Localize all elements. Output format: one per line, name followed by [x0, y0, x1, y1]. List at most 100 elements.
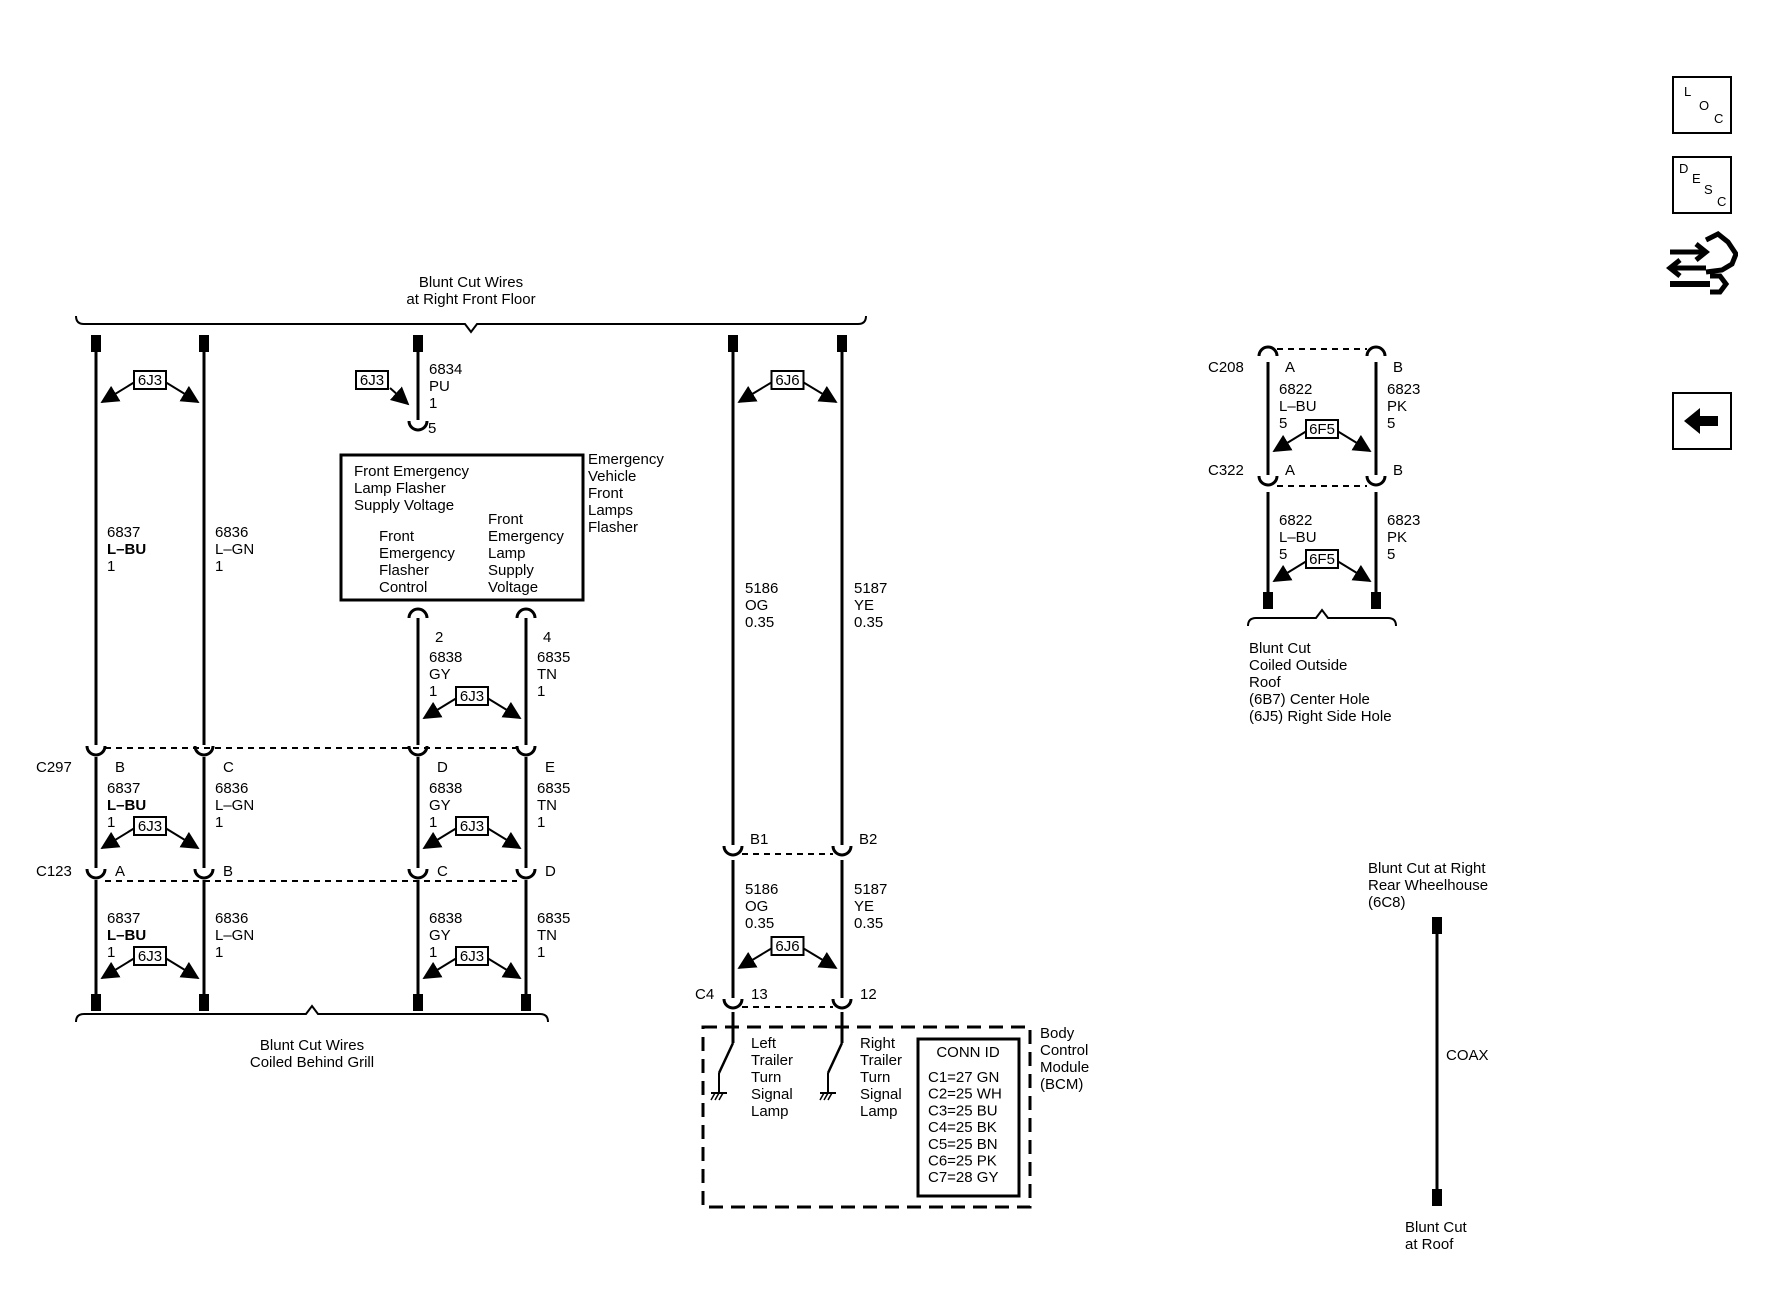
lamp-label: Right: [860, 1035, 896, 1052]
wire-terminal: [1432, 917, 1442, 934]
connector-pin: [193, 868, 215, 880]
component-name: Front: [588, 485, 624, 502]
wire-label: TN: [537, 927, 557, 944]
connector-pin: [515, 868, 537, 880]
wire-label: 6822: [1279, 381, 1312, 398]
connector-pin: [722, 845, 744, 857]
connector-pin: [1257, 345, 1279, 357]
wire-label: 6835: [537, 649, 570, 666]
bus-label: Blunt Cut Wires: [260, 1037, 364, 1054]
wire-label: L–GN: [215, 541, 254, 558]
component-name: Emergency: [588, 451, 664, 468]
loc-button[interactable]: L O C: [1672, 76, 1732, 134]
wire-label: OG: [745, 898, 768, 915]
wire-label: 1: [429, 683, 437, 700]
wire-terminal: [728, 335, 738, 352]
pin-label: A: [1285, 462, 1295, 479]
ref-arrow: [422, 695, 461, 719]
ref-arrow: [483, 955, 522, 979]
connector-pin: [1257, 475, 1279, 487]
flasher-pin-label: Front: [379, 528, 415, 545]
wire-label: PK: [1387, 398, 1407, 415]
wire-label: 5187: [854, 881, 887, 898]
ref-label: 6J3: [138, 948, 162, 965]
ref-arrow: [161, 825, 200, 849]
wire-label: 6823: [1387, 512, 1420, 529]
coax-label: COAX: [1446, 1047, 1489, 1064]
wire-terminal: [521, 994, 531, 1011]
wire-label: 1: [429, 944, 437, 961]
ref-arrow: [422, 825, 461, 849]
wire-terminal: [199, 994, 209, 1011]
ref-label: 6J3: [138, 818, 162, 835]
lamp-label: Turn: [860, 1069, 890, 1086]
ref-arrow: [100, 379, 139, 403]
ref-arrow: [161, 379, 200, 403]
wire-label: 1: [215, 944, 223, 961]
pin-label: 4: [543, 629, 551, 646]
flasher-pin-label: Flasher: [379, 562, 429, 579]
wire-label: 6837: [107, 524, 140, 541]
wire-label: 6838: [429, 910, 462, 927]
wire-label: 6836: [215, 524, 248, 541]
pin-label: B: [223, 863, 233, 880]
desc-button[interactable]: D E S C: [1672, 156, 1732, 214]
lamp-label: Trailer: [751, 1052, 793, 1069]
wire-label: L–BU: [1279, 529, 1317, 546]
ref-label: 6F5: [1309, 421, 1335, 438]
connector-pin: [831, 845, 853, 857]
flasher-pin-label: Lamp Flasher: [354, 480, 446, 497]
wrench-arrows-icon[interactable]: [1665, 230, 1739, 298]
switch: [826, 1042, 844, 1074]
connector-pin: [193, 745, 215, 757]
connector-name: C322: [1208, 462, 1244, 479]
wire-label: 1: [537, 814, 545, 831]
switch: [717, 1042, 735, 1074]
component-name: Control: [1040, 1042, 1088, 1059]
bus-label: Roof: [1249, 674, 1282, 691]
wire-label: L–GN: [215, 797, 254, 814]
connector-pin: [722, 998, 744, 1010]
connector-pin: [1365, 345, 1387, 357]
connector-name: C123: [36, 863, 72, 880]
wire-label: YE: [854, 898, 874, 915]
wire-terminal: [91, 335, 101, 352]
conn-id-row: C7=28 GY: [928, 1169, 998, 1186]
wire-label: 1: [429, 814, 437, 831]
wire-label: 6837: [107, 910, 140, 927]
connector-pin: [407, 868, 429, 880]
connector-pin: [85, 868, 107, 880]
ref-arrow: [1272, 428, 1311, 452]
wire-label: 6835: [537, 910, 570, 927]
pin-label: 2: [435, 629, 443, 646]
ref-label: 6J6: [775, 372, 799, 389]
back-button[interactable]: [1672, 392, 1732, 450]
connector-pin: [85, 745, 107, 757]
loc-letter: O: [1699, 98, 1710, 113]
wire-label: GY: [429, 927, 451, 944]
wire-label: 6838: [429, 649, 462, 666]
ref-box: [455, 946, 489, 966]
wire-label: 5: [1279, 415, 1287, 432]
wire-label: 6837: [107, 780, 140, 797]
flasher-pin-label: Control: [379, 579, 427, 596]
flasher-pin-label: Lamp: [488, 545, 526, 562]
wire-label: 1: [107, 944, 115, 961]
wire-label: 1: [537, 944, 545, 961]
pin-label: D: [437, 759, 448, 776]
ref-arrow: [161, 955, 200, 979]
ref-box: [1305, 419, 1339, 439]
component-name: Flasher: [588, 519, 638, 536]
ref-arrow: [1272, 558, 1311, 582]
lamp-label: Turn: [751, 1069, 781, 1086]
ref-arrow: [100, 955, 139, 979]
wire-terminal: [1371, 592, 1381, 609]
wire-label: GY: [429, 797, 451, 814]
pin-label: B: [115, 759, 125, 776]
component-name: Lamps: [588, 502, 633, 519]
ref-box: [355, 370, 389, 390]
wire-label: 5: [1387, 546, 1395, 563]
component-name: Body: [1040, 1025, 1075, 1042]
wire-label: 6823: [1387, 381, 1420, 398]
pin-label: E: [545, 759, 555, 776]
